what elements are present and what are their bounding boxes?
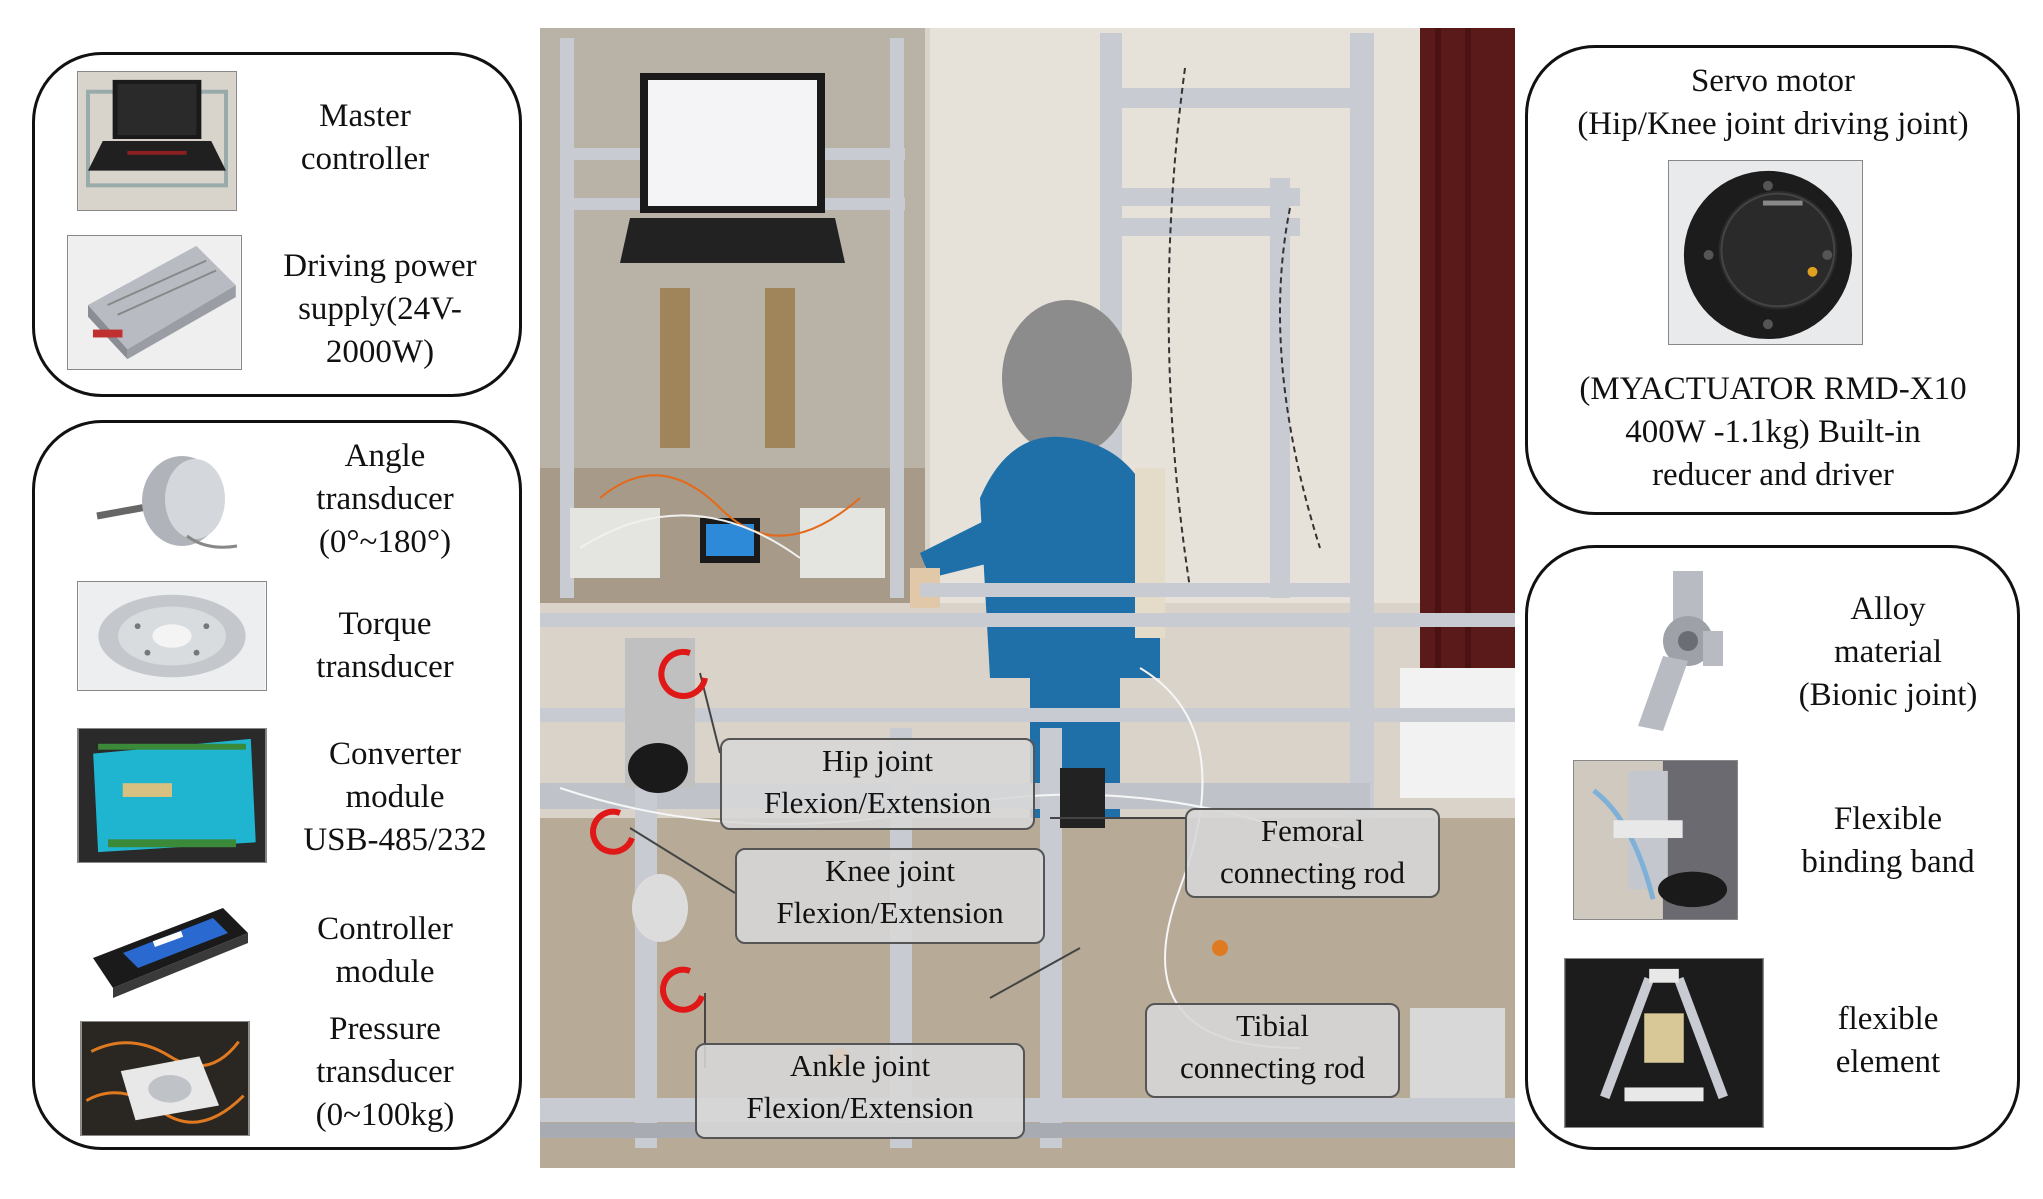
angle-transducer-label: Angle transducer (0°~180°) <box>316 438 454 560</box>
controller-module-label: Controller module <box>317 911 453 990</box>
converter-module-label: Converter module USB-485/232 <box>303 736 487 858</box>
flexible-element-label: flexible element <box>1835 1001 1941 1080</box>
ankle-joint-callout: Ankle joint Flexion/Extension <box>695 1043 1025 1139</box>
servo-motor-panel: Servo motor (Hip/Knee joint driving join… <box>1525 45 2020 515</box>
power-supply-icon <box>67 235 242 370</box>
master-controller-label: Master controller <box>300 98 430 177</box>
bionic-joint-icon <box>1618 566 1743 741</box>
hardware-panel-control: Master controller Driving power supply(2… <box>32 52 522 397</box>
hip-joint-callout: Hip joint Flexion/Extension <box>720 738 1035 830</box>
servo-motor-caption: (MYACTUATOR RMD-X10 400W -1.1kg) Built-i… <box>1579 371 1967 493</box>
femoral-connecting-rod-callout: Femoral connecting rod <box>1185 808 1440 898</box>
mechanical-parts-panel: Alloy material (Bionic joint) Flexible b… <box>1525 545 2020 1150</box>
laptop-icon <box>77 71 237 211</box>
controller-module-icon <box>83 888 253 1000</box>
torque-transducer-label: Torque transducer <box>316 606 454 685</box>
converter-module-icon <box>77 728 267 863</box>
servo-motor-icon <box>1668 160 1863 345</box>
pressure-transducer-icon <box>80 1021 250 1136</box>
bionic-joint-label: Alloy material (Bionic joint) <box>1798 591 1978 713</box>
angle-transducer-icon <box>77 441 247 561</box>
hardware-panel-sensors: Angle transducer (0°~180°) Torque transd… <box>32 420 522 1150</box>
driving-power-supply-label: Driving power supply(24V- 2000W) <box>283 248 477 370</box>
binding-band-label: Flexible binding band <box>1801 801 1975 880</box>
binding-band-icon <box>1573 760 1738 920</box>
flexible-element-icon <box>1564 958 1764 1128</box>
tibial-connecting-rod-callout: Tibial connecting rod <box>1145 1003 1400 1098</box>
servo-motor-title: Servo motor (Hip/Knee joint driving join… <box>1577 63 1969 142</box>
knee-joint-callout: Knee joint Flexion/Extension <box>735 848 1045 944</box>
exoskeleton-test-rig-photo: Hip joint Flexion/Extension Knee joint F… <box>540 28 1515 1168</box>
pressure-transducer-label: Pressure transducer (0~100kg) <box>315 1011 455 1133</box>
torque-transducer-icon <box>77 581 267 691</box>
